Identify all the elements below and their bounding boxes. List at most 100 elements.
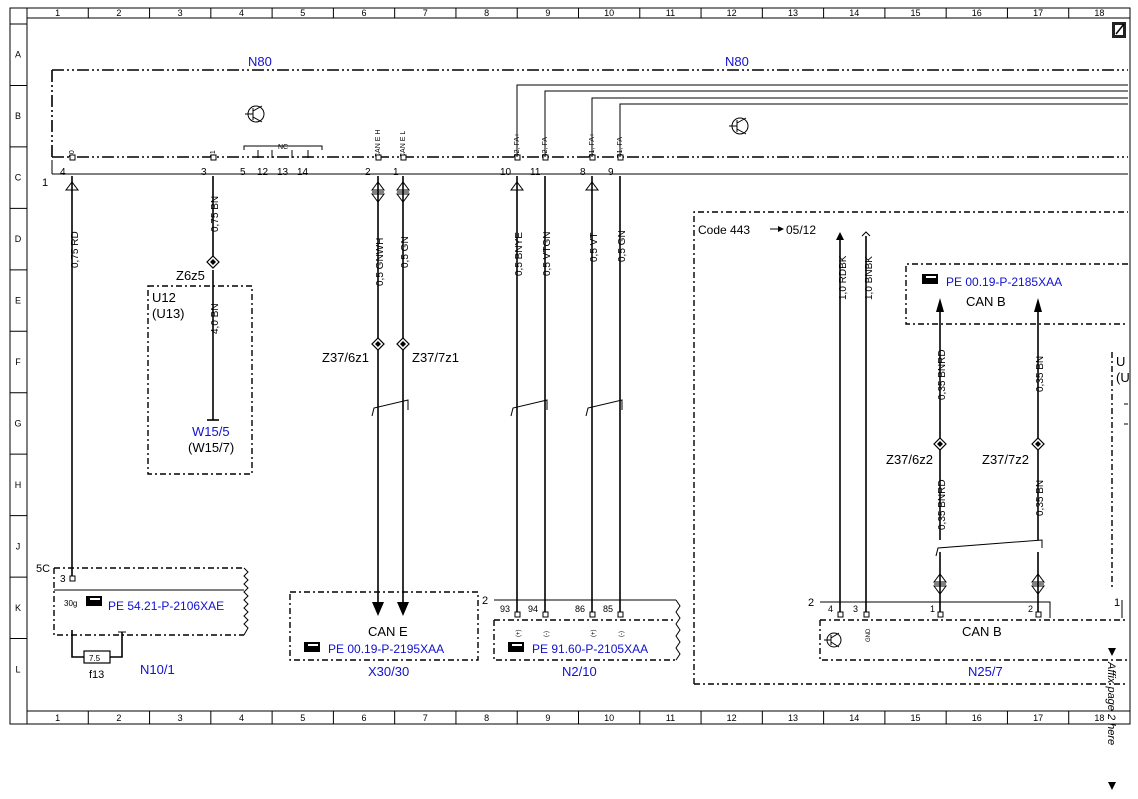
- grid-row-label: A: [15, 50, 21, 60]
- wire-rdbk: [836, 232, 844, 612]
- pin-tag-can-e-h: CAN E H: [375, 130, 382, 158]
- wire-label: 0,5 VT: [589, 233, 600, 262]
- twisted-pair-mark: [935, 539, 1043, 557]
- n10-1-label: N10/1: [140, 662, 175, 677]
- pin-number: 1: [930, 604, 935, 614]
- grid-column-label: 15: [911, 713, 921, 723]
- can-b-top-box: [905, 263, 1128, 325]
- x30-30-box: [289, 591, 479, 661]
- grid-column-label: 12: [727, 713, 737, 723]
- fuse-label: f13: [89, 669, 104, 681]
- pin-number: 13: [277, 167, 289, 178]
- grid-row-label: G: [14, 418, 21, 428]
- wire-label: 0,5 GN: [617, 230, 628, 262]
- can-b-top-label: CAN B: [966, 294, 1006, 309]
- twisted-pair-mark: [585, 399, 623, 417]
- n25-7-label: N25/7: [968, 664, 1003, 679]
- wire-label: 0,35 BN: [1035, 480, 1046, 516]
- pin-number: 2: [1028, 604, 1033, 614]
- page-corner-icon: [1112, 22, 1126, 38]
- n2-10-pins: 93 94 86 85 (+) (-) (+) (-): [500, 604, 625, 637]
- wire-can-e-l: [396, 176, 410, 616]
- code-date: 05/12: [786, 223, 816, 237]
- code-443-label: Code 443: [698, 223, 750, 237]
- ref-pe-00-top: PE 00.19-P-2185XAA: [946, 275, 1062, 289]
- grid-column-label: 14: [849, 8, 859, 18]
- partial-u-label: U: [1116, 354, 1125, 369]
- pin-tag-can-e-l: CAN E L: [400, 131, 407, 158]
- grid-row-label: F: [15, 357, 21, 367]
- grid-column-label: 4: [239, 713, 244, 723]
- wire-label: 0,5 GN: [400, 236, 411, 268]
- pin-sign: (+): [591, 629, 597, 637]
- fuse-f13: [71, 630, 126, 664]
- wire-vt: [585, 176, 599, 612]
- grid-column-label: 18: [1094, 8, 1104, 18]
- reference-pointer-icon: [922, 274, 938, 284]
- wire-label: 1,0 BNBK: [864, 256, 875, 300]
- ground-symbol-icon: [824, 632, 842, 648]
- splice-z37-7z2: Z37/7z2: [982, 452, 1029, 467]
- arrow-right-icon: [770, 226, 784, 232]
- grid-column-label: 14: [849, 713, 859, 723]
- wire-label: 0,75 BN: [210, 196, 221, 232]
- grid-column-label: 6: [362, 713, 367, 723]
- grid-row-label: D: [15, 234, 22, 244]
- pin-gnd-label: GND: [866, 628, 872, 642]
- grid-column-label: 8: [484, 713, 489, 723]
- reference-pointer-icon: [508, 642, 524, 652]
- pin-number: 86: [575, 604, 585, 614]
- nc-label: NC: [278, 144, 288, 151]
- u12-box: [147, 285, 253, 475]
- grid-column-label: 8: [484, 8, 489, 18]
- grid-row-label: J: [16, 541, 21, 551]
- pin-number: 2: [365, 167, 371, 178]
- ref-pe-00-x30: PE 00.19-P-2195XAA: [328, 642, 444, 656]
- can-b-bottom-label: CAN B: [962, 624, 1002, 639]
- pin-label-30g: 30g: [64, 599, 77, 608]
- pin-number: 14: [297, 167, 309, 178]
- pin-number: 10: [500, 167, 512, 178]
- wire-label: 0,75 RD: [70, 231, 81, 268]
- wire-label: 0,5 VTGN: [542, 232, 553, 276]
- pin-number: 1: [393, 167, 399, 178]
- connector-2: 2: [482, 595, 488, 607]
- pin-number: 8: [580, 167, 586, 178]
- wire-label: 4,0 BN: [210, 303, 221, 334]
- grid-row-label: E: [15, 296, 21, 306]
- w15-7-label: (W15/7): [188, 440, 234, 455]
- grid-column-label: 16: [972, 713, 982, 723]
- pin-number: 93: [500, 604, 510, 614]
- affix-page-note: Affix page 2 here: [1105, 661, 1117, 745]
- pin-number: 94: [528, 604, 538, 614]
- grid-column-label: 3: [178, 8, 183, 18]
- pin-number: 12: [257, 167, 269, 178]
- n10-1-box: [53, 567, 249, 636]
- pin-tag-31: 31: [210, 150, 217, 158]
- grid-column-label: 10: [604, 8, 614, 18]
- pin-number: 4: [60, 167, 66, 178]
- grid-column-label: 12: [727, 8, 737, 18]
- connector-1: 1: [1114, 597, 1120, 609]
- n2-10-box: [493, 599, 681, 661]
- grid-row-label: L: [15, 664, 20, 674]
- twisted-pair-mark: [371, 399, 409, 417]
- wire-can-b-1: [933, 298, 947, 612]
- n80-label-right: N80: [725, 54, 749, 69]
- pin-tag-30: 30: [69, 150, 76, 158]
- grid-row-label: K: [15, 603, 21, 613]
- pin-number: 4: [828, 604, 833, 614]
- grid-column-label: 17: [1033, 8, 1043, 18]
- wire-075-bn: [206, 176, 220, 421]
- wire-label: 0,35 BNRD: [937, 349, 948, 400]
- grid-column-label: 7: [423, 8, 428, 18]
- grid-column-label: 5: [300, 8, 305, 18]
- ground-symbol-icon: [729, 117, 749, 135]
- reference-pointer-icon: [304, 642, 320, 652]
- grid-column-label: 13: [788, 713, 798, 723]
- wire-can-e-h: [371, 176, 385, 616]
- n80-control-unit-outline: [51, 69, 1128, 175]
- n80-internal-lines: [516, 84, 1128, 157]
